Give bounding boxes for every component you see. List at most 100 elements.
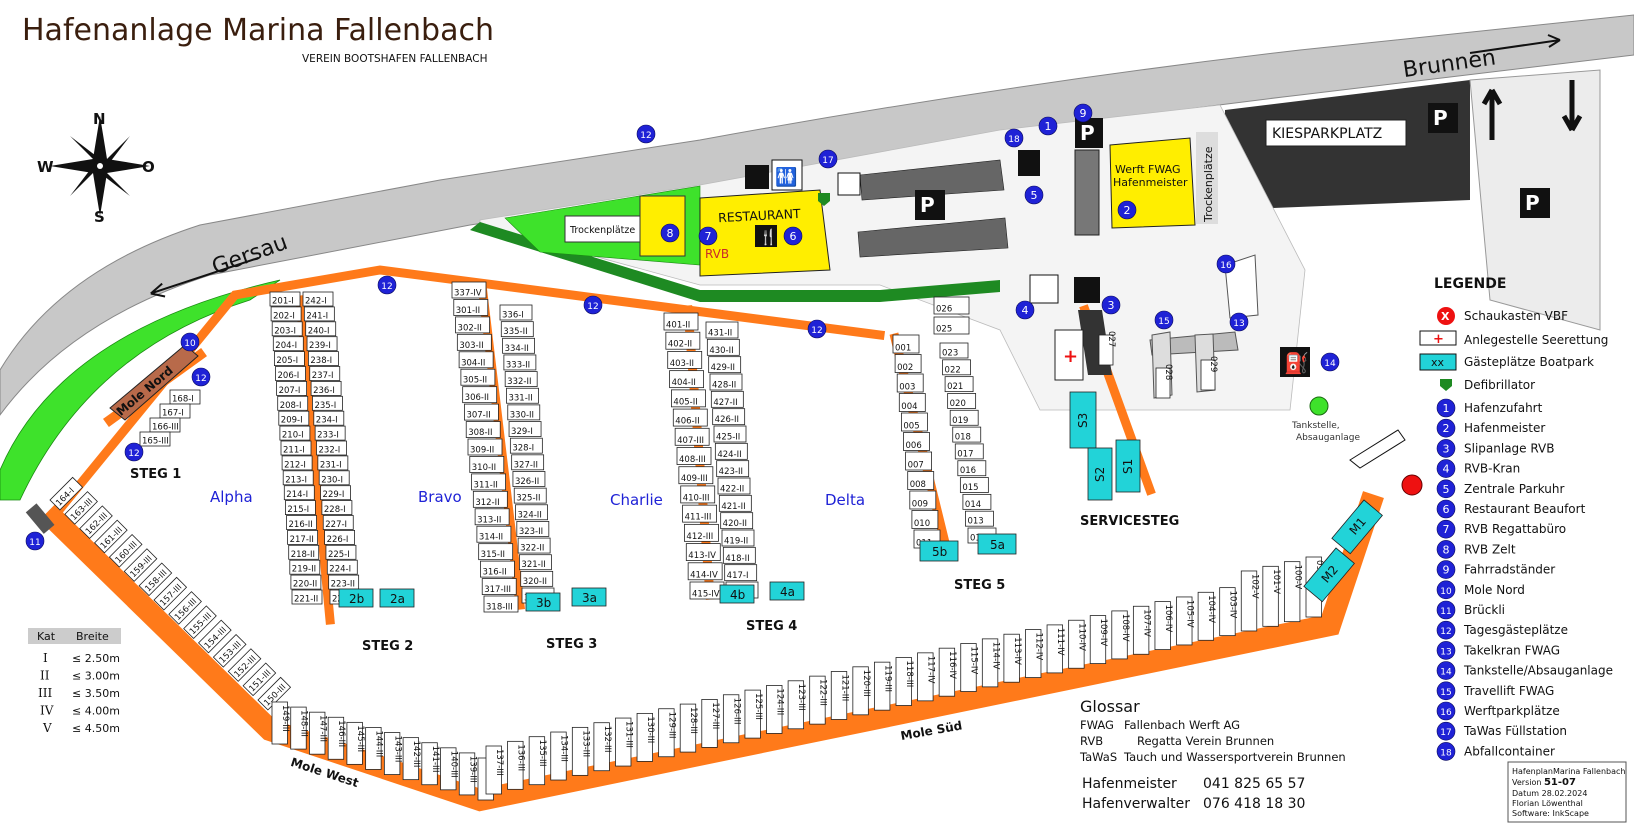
guest-box-s3[interactable]: S3	[1069, 391, 1097, 449]
mole-sued-berth[interactable]: 102-V	[1240, 570, 1259, 632]
mole-sued-berth[interactable]: 139-III	[458, 752, 477, 796]
mole-sued-berth[interactable]: 149-III	[271, 701, 290, 745]
steg2-left-berth[interactable]: 210-I	[279, 425, 311, 441]
steg2-right-berth[interactable]: 242-I	[302, 291, 334, 307]
steg2-right-berth[interactable]: 241-I	[303, 306, 335, 322]
map-marker-9[interactable]: 9	[1073, 103, 1093, 123]
steg4-right-berth[interactable]: 430-II	[706, 338, 740, 356]
map-marker-3[interactable]: 3	[1101, 295, 1121, 315]
map-marker-13[interactable]: 13	[1229, 312, 1249, 332]
steg5-left-berth[interactable]: 007	[905, 451, 932, 471]
mole-sued-berth[interactable]: 115-IV	[960, 643, 979, 692]
map-marker-12[interactable]: 12	[124, 442, 144, 462]
steg2-left-berth[interactable]: 212-I	[281, 455, 313, 471]
steg2-right-berth[interactable]: 235-I	[312, 395, 343, 411]
mole-sued-berth[interactable]: 140-III	[440, 747, 459, 791]
steg2-right-berth[interactable]: 237-I	[309, 366, 341, 382]
steg3-left-berth[interactable]: 312-II	[472, 490, 508, 508]
steg2-left-berth[interactable]: 218-II	[288, 544, 320, 560]
steg4-right-berth[interactable]: 422-II	[717, 477, 751, 495]
mole-sued-berth[interactable]: 107-IV	[1132, 605, 1151, 655]
steg4-right-berth[interactable]: 420-II	[720, 512, 754, 530]
map-marker-1[interactable]: 1	[1038, 116, 1058, 136]
steg3-right-berth[interactable]: 321-II	[519, 554, 552, 571]
map-marker-12[interactable]: 12	[191, 367, 211, 387]
steg3-right-berth[interactable]: 335-II	[500, 321, 534, 338]
mole-sued-berth[interactable]: 127-III	[701, 699, 720, 748]
steg3-right-berth[interactable]: 330-II	[507, 404, 541, 421]
service-berth[interactable]: 028	[1155, 364, 1173, 399]
mole-sued-berth[interactable]: 100-V	[1284, 561, 1302, 623]
mole-sued-berth[interactable]: 125-III	[744, 689, 763, 739]
mole-sued-berth[interactable]: 128-III	[679, 703, 698, 753]
map-marker-12[interactable]: 12	[583, 295, 603, 315]
steg2-left-berth[interactable]: 203-I	[271, 321, 303, 337]
service-berth[interactable]: 027	[1098, 331, 1116, 366]
steg3-right-berth[interactable]: 324-II	[515, 504, 548, 521]
mole-sued-berth[interactable]: 143-III	[383, 732, 402, 775]
steg4-left-berth[interactable]: 410-III	[680, 485, 716, 504]
steg4-right-berth[interactable]: 424-II	[714, 442, 748, 460]
steg2-left-berth[interactable]: 214-I	[283, 485, 315, 501]
steg2-right-berth[interactable]: 223-II	[328, 574, 360, 590]
steg4-right-berth[interactable]: 419-II	[721, 529, 755, 547]
steg2-left-berth[interactable]: 213-I	[282, 470, 314, 486]
mole-sued-berth[interactable]: 119-III	[874, 661, 892, 711]
steg4-left-berth[interactable]: 411-III	[682, 504, 717, 523]
steg2-left-berth[interactable]: 221-II	[291, 589, 323, 605]
mole-sued-berth[interactable]: 146-III	[327, 716, 346, 760]
mole-sued-berth[interactable]: 101-V	[1262, 565, 1281, 627]
steg5-right-berth[interactable]: 015	[959, 477, 989, 494]
mole-sued-berth[interactable]: 122-III	[809, 675, 828, 725]
map-marker-17[interactable]: 17	[818, 149, 838, 169]
map-marker-11[interactable]: 11	[25, 531, 45, 551]
mole-sued-berth[interactable]: 118-III	[895, 657, 914, 706]
mole-sued-berth[interactable]: 148-III	[290, 706, 309, 750]
mole-sued-berth[interactable]: 108-IV	[1111, 610, 1130, 660]
steg2-right-berth[interactable]: 233-I	[314, 425, 346, 441]
guest-box-2a[interactable]: 2a	[379, 588, 415, 608]
steg2-right-berth[interactable]: 224-I	[326, 559, 358, 575]
steg2-left-berth[interactable]: 207-I	[276, 380, 308, 396]
steg5-left-berth[interactable]: 010	[911, 510, 939, 530]
mole-sued-berth[interactable]: 132-III	[593, 722, 612, 772]
steg4-left-berth[interactable]: 405-II	[671, 389, 706, 408]
steg3-right-berth[interactable]: 326-II	[512, 471, 546, 487]
steg2-left-berth[interactable]: 215-I	[284, 500, 316, 515]
steg4-right-berth[interactable]: 431-II	[705, 321, 739, 339]
steg5-right-berth[interactable]: 018	[952, 426, 982, 443]
steg2-right-berth[interactable]: 229-I	[320, 485, 351, 501]
map-marker-5[interactable]: 5	[1024, 185, 1044, 205]
steg2-left-berth[interactable]: 208-I	[277, 395, 309, 411]
steg4-right-berth[interactable]: 421-II	[718, 494, 752, 512]
map-marker-12[interactable]: 12	[807, 319, 827, 339]
service-berth[interactable]: 029	[1200, 356, 1218, 391]
mole-nord-berth[interactable]: 167-I	[159, 403, 191, 419]
steg3-left-berth[interactable]: 301-II	[453, 299, 489, 316]
steg4-left-berth[interactable]: 402-II	[665, 331, 701, 350]
steg4-right-berth[interactable]: 423-II	[716, 460, 750, 478]
steg5-left-berth[interactable]: 003	[896, 373, 924, 393]
mole-sued-berth[interactable]: 120-III	[852, 666, 871, 716]
steg2-left-berth[interactable]: 202-I	[270, 306, 302, 322]
mole-sued-berth[interactable]: 109-IV	[1089, 615, 1108, 664]
contact-number[interactable]: 041 825 65 57	[1203, 776, 1305, 792]
steg4-left-berth[interactable]: 415-IV	[689, 581, 725, 600]
steg3-right-berth[interactable]: 336-I	[499, 304, 533, 321]
guest-box-3b[interactable]: 3b	[525, 592, 561, 612]
steg3-left-berth[interactable]: 304-II	[458, 351, 494, 369]
mole-sued-berth[interactable]: 135-III	[528, 736, 547, 786]
guest-box-5a[interactable]: 5a	[977, 533, 1017, 555]
guest-box-m2[interactable]: M2	[1303, 547, 1355, 603]
steg2-right-berth[interactable]: 236-I	[310, 380, 342, 396]
steg4-right-berth[interactable]: 418-II	[722, 546, 756, 564]
mole-sued-berth[interactable]: 114-IV	[981, 638, 1000, 688]
steg3-right-berth[interactable]: 323-II	[516, 521, 550, 537]
map-marker-8[interactable]: 8	[660, 223, 680, 243]
steg3-right-berth[interactable]: 331-II	[506, 387, 539, 404]
mole-sued-berth[interactable]: 110-IV	[1068, 619, 1087, 669]
guest-box-m1[interactable]: M1	[1331, 499, 1383, 555]
steg2-left-berth[interactable]: 204-I	[272, 336, 304, 352]
steg5-top-berth[interactable]: 026	[933, 296, 970, 315]
steg2-left-berth[interactable]: 220-II	[290, 574, 322, 590]
